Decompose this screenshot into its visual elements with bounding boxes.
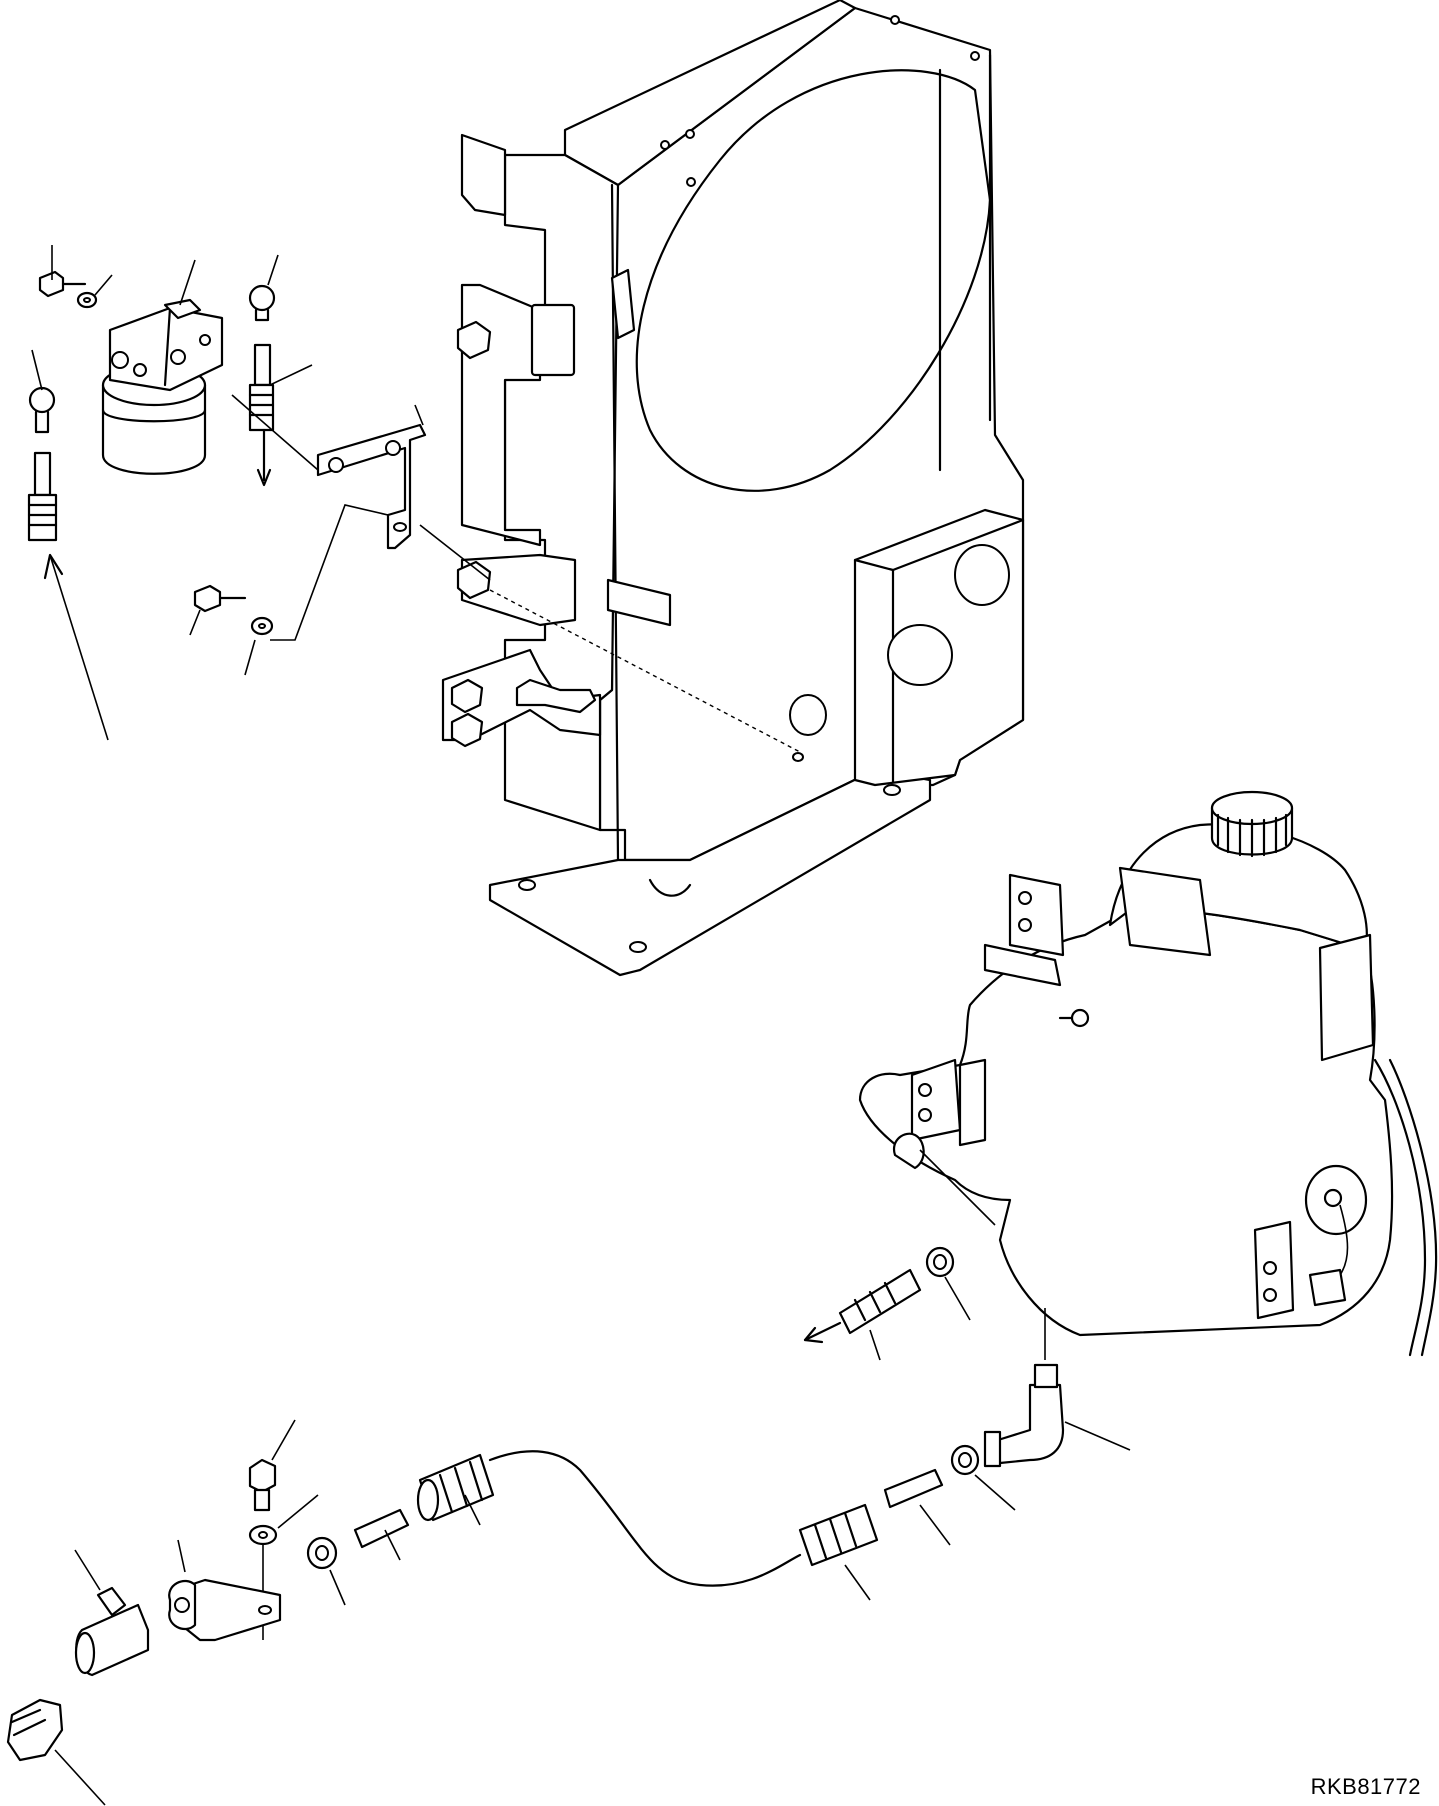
banjo-fitting-left xyxy=(28,386,56,414)
hose-line xyxy=(6,1419,802,1806)
tank-stud xyxy=(1070,1008,1090,1028)
tank-bracket-top xyxy=(1008,873,1065,957)
tank-label-plate-1 xyxy=(1118,866,1212,957)
radiator-shroud-frame xyxy=(441,0,1025,977)
hose-sleeve-tank xyxy=(838,1268,922,1335)
mounting-bolt-top xyxy=(38,270,65,298)
frame-top-flange xyxy=(563,0,857,187)
drain-elbow xyxy=(6,1698,64,1762)
tank-dome xyxy=(1108,823,1368,952)
banjo-fitting-right xyxy=(248,284,276,312)
corrugated-sleeve-right xyxy=(798,1503,879,1567)
hose-segment-left xyxy=(353,1508,410,1549)
hose-segment-right xyxy=(883,1468,944,1509)
alignment-line xyxy=(489,589,801,753)
tank-label-plate-2 xyxy=(1318,933,1375,1062)
frame-top-tab xyxy=(460,133,507,217)
vent-nipple xyxy=(892,1132,925,1170)
filter-bracket xyxy=(316,423,427,550)
reservoir-tank xyxy=(798,790,1438,1601)
tank-bracket-left xyxy=(910,1058,962,1142)
flexible-hose xyxy=(488,1450,802,1587)
hose-left xyxy=(33,451,52,497)
drain-valve-handle xyxy=(96,1586,127,1617)
elbow-fitting xyxy=(996,1383,1065,1465)
bracket-bolt xyxy=(248,1458,277,1494)
base-plate xyxy=(488,768,932,977)
filter-assembly xyxy=(27,245,491,741)
hose-right xyxy=(253,343,272,387)
mounting-bolt-lower xyxy=(193,584,222,613)
fan-opening xyxy=(635,69,992,492)
filter-canister xyxy=(101,383,207,475)
sensor-connector xyxy=(1308,1268,1347,1307)
drawing-code: RKB81772 xyxy=(1310,1774,1421,1799)
overflow-tube xyxy=(1373,1058,1427,1357)
